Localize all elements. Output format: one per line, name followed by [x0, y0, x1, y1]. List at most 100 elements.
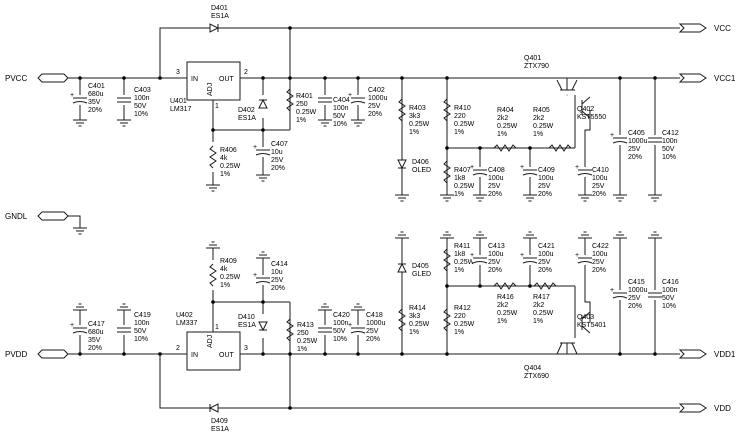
u402-part: LM337 — [176, 320, 198, 327]
c407-label-1: 10u — [271, 149, 283, 156]
d405-part: GLED — [412, 271, 431, 278]
regulator-u401: IN OUT ADJ 3 2 1 U401 LM317 — [170, 61, 248, 113]
junction-dot — [158, 352, 162, 356]
c413-label-2: 25V — [488, 259, 501, 266]
junction-dot — [261, 352, 265, 356]
r411-label-3: 1% — [454, 267, 464, 274]
c408-polarity: + — [470, 164, 474, 171]
c416-label-0: C416 — [662, 279, 679, 286]
c417-polarity: + — [70, 322, 74, 329]
d402-part: ES1A — [238, 115, 256, 122]
r404-label-0: R404 — [497, 107, 514, 114]
c412-label-1: 100n — [662, 138, 678, 145]
c407-label-0: C407 — [271, 141, 288, 148]
r403-label-3: 1% — [409, 129, 419, 136]
junction-dot — [356, 352, 360, 356]
c419-label-0: C419 — [134, 312, 151, 319]
q403-ref: Q403 — [577, 314, 594, 321]
c417-label-3: 20% — [88, 345, 102, 352]
port-pvdd: PVDD — [5, 349, 69, 359]
ground-symbol — [473, 194, 487, 202]
c413-label-0: C413 — [488, 243, 505, 250]
junction-dot — [288, 352, 292, 356]
c417-label-2: 35V — [88, 337, 101, 344]
c403-label-0: C403 — [134, 87, 151, 94]
c415-label-3: 20% — [628, 303, 642, 310]
r411-label-2: 0.25W — [454, 259, 475, 266]
ground-symbol — [117, 303, 131, 311]
r414-label-1: 3k3 — [409, 313, 420, 320]
c402-label-1: 1000u — [368, 95, 388, 102]
r417-label-0: R417 — [533, 294, 550, 301]
ground-symbol — [613, 231, 627, 239]
diode-d406-led: D406 OLED — [397, 159, 431, 174]
c405-label-3: 20% — [628, 154, 642, 161]
r413-label-2: 0.25W — [297, 338, 318, 345]
c401-label-1: 680u — [88, 91, 104, 98]
net-label-vcc: VCC — [714, 24, 731, 33]
d409-ref: D409 — [211, 418, 228, 425]
c401-label-3: 20% — [88, 107, 102, 114]
junction-dot — [400, 76, 404, 80]
d401-ref: D401 — [211, 5, 228, 12]
r407-label-0: R407 — [454, 167, 471, 174]
r406-label-1: 4k — [220, 155, 228, 162]
r404-label-2: 0.25W — [497, 123, 518, 130]
transistor-q402: Q402 KST5550 — [577, 96, 606, 121]
net-label-vcc1: VCC1 — [714, 74, 736, 83]
c403-label-3: 10% — [134, 111, 148, 118]
c404-label-3: 10% — [333, 121, 347, 128]
c415-label-1: 1000u — [628, 287, 648, 294]
r409-label-2: 0.25W — [220, 274, 241, 281]
ground-symbol — [440, 194, 454, 202]
r412-label-3: 1% — [454, 329, 464, 336]
r401-label-3: 1% — [296, 117, 306, 124]
r412-label-0: R412 — [454, 305, 471, 312]
r410-label-0: R410 — [454, 105, 471, 112]
c422-polarity: + — [575, 252, 579, 259]
c416-label-2: 50V — [662, 295, 675, 302]
d405-ref: D405 — [412, 263, 429, 270]
net-label-gndl: GNDL — [5, 212, 28, 221]
c405-label-2: 25V — [628, 146, 641, 153]
ground-symbol — [256, 174, 270, 182]
c401-label-0: C401 — [88, 83, 105, 90]
ground-symbol — [578, 194, 592, 202]
c422-label-2: 25V — [592, 259, 605, 266]
junction-dot — [653, 352, 657, 356]
c410-label-0: C410 — [592, 167, 609, 174]
u401-out-pin: OUT — [219, 76, 235, 83]
r410-label-3: 1% — [454, 129, 464, 136]
d401-part: ES1A — [211, 13, 229, 20]
u402-pin-out: 3 — [244, 345, 248, 352]
c419-label-1: 100n — [134, 320, 150, 327]
ground-symbol — [523, 231, 537, 239]
ground-symbol — [395, 194, 409, 202]
junction-dot — [323, 352, 327, 356]
ground-symbol — [256, 251, 270, 259]
diode-d410: D410 ES1A — [238, 314, 268, 332]
c412-label-0: C412 — [662, 130, 679, 137]
net-label-vdd: VDD — [714, 404, 731, 413]
c421-label-3: 20% — [538, 267, 552, 274]
c405-label-1: 1000u — [628, 138, 648, 145]
c418-label-2: 25V — [366, 328, 379, 335]
c401-polarity: + — [70, 92, 74, 99]
c420-label-3: 10% — [333, 336, 347, 343]
c410-polarity: + — [575, 164, 579, 171]
